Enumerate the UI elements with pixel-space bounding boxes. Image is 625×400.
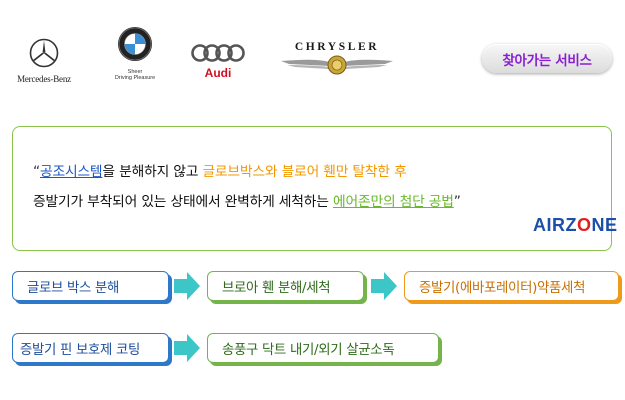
step-glovebox-disassembly: 글로브 박스 분해 [12,271,169,301]
airzone-logo-part: NE [591,215,618,235]
description-line-1: “공조시스템을 분해하지 않고 글로브박스와 블로어 휀만 탈착한 후 [33,160,407,180]
open-quote: “ [33,164,40,180]
description-text: 증발기가 부착되어 있는 상태에서 완벽하게 세척하는 [33,194,333,210]
audi-logo: Audi [189,43,247,80]
arrow-right-icon [371,272,397,300]
close-quote: ” [453,194,461,210]
mercedes-star-icon [29,38,59,68]
mercedes-benz-logo: Mercedes-Benz [12,38,76,84]
step-fin-protect-coating: 증발기 핀 보호제 코팅 [12,333,169,363]
bmw-tagline-1: Sheer [127,69,143,75]
highlight-aircon-system: 공조시스템 [39,164,103,180]
description-text: 을 분해하지 않고 [102,164,203,180]
step-blower-fan-clean: 브로아 휀 분해/세척 [207,271,364,301]
audi-logo-text: Audi [204,66,232,80]
bmw-logo: Sheer Driving Pleasure [104,26,166,81]
chrysler-logo-text: CHRYSLER [294,41,380,53]
arrow-right-icon [174,272,200,300]
bmw-roundel-icon [118,27,152,61]
visit-service-button[interactable]: 찾아가는 서비스 [482,44,612,73]
airzone-logo: AIRZONE [533,215,618,236]
mercedes-logo-text: Mercedes-Benz [17,74,71,84]
highlight-glovebox-blower: 글로브박스와 블로어 휀만 탈착한 후 [202,164,407,180]
description-panel: “공조시스템을 분해하지 않고 글로브박스와 블로어 휀만 탈착한 후 증발기가… [12,126,617,251]
audi-rings-icon [191,44,245,62]
step-evaporator-chemical-clean: 증발기(에바포레이터)약품세척 [404,271,619,301]
bmw-tagline-2: Driving Pleasure [114,75,156,81]
airzone-logo-part: AIRZ [533,215,577,235]
description-line-2: 증발기가 부착되어 있는 상태에서 완벽하게 세척하는 에어존만의 첨단 공법” [33,190,461,210]
chrysler-wings-icon [281,55,393,75]
arrow-right-icon [174,334,200,362]
step-duct-sterilization: 송풍구 닥트 내기/외기 살균소독 [207,333,439,363]
highlight-airzone-method: 에어존만의 첨단 공법 [332,194,454,210]
airzone-logo-o: O [577,215,592,235]
chrysler-logo: CHRYSLER [274,41,400,81]
